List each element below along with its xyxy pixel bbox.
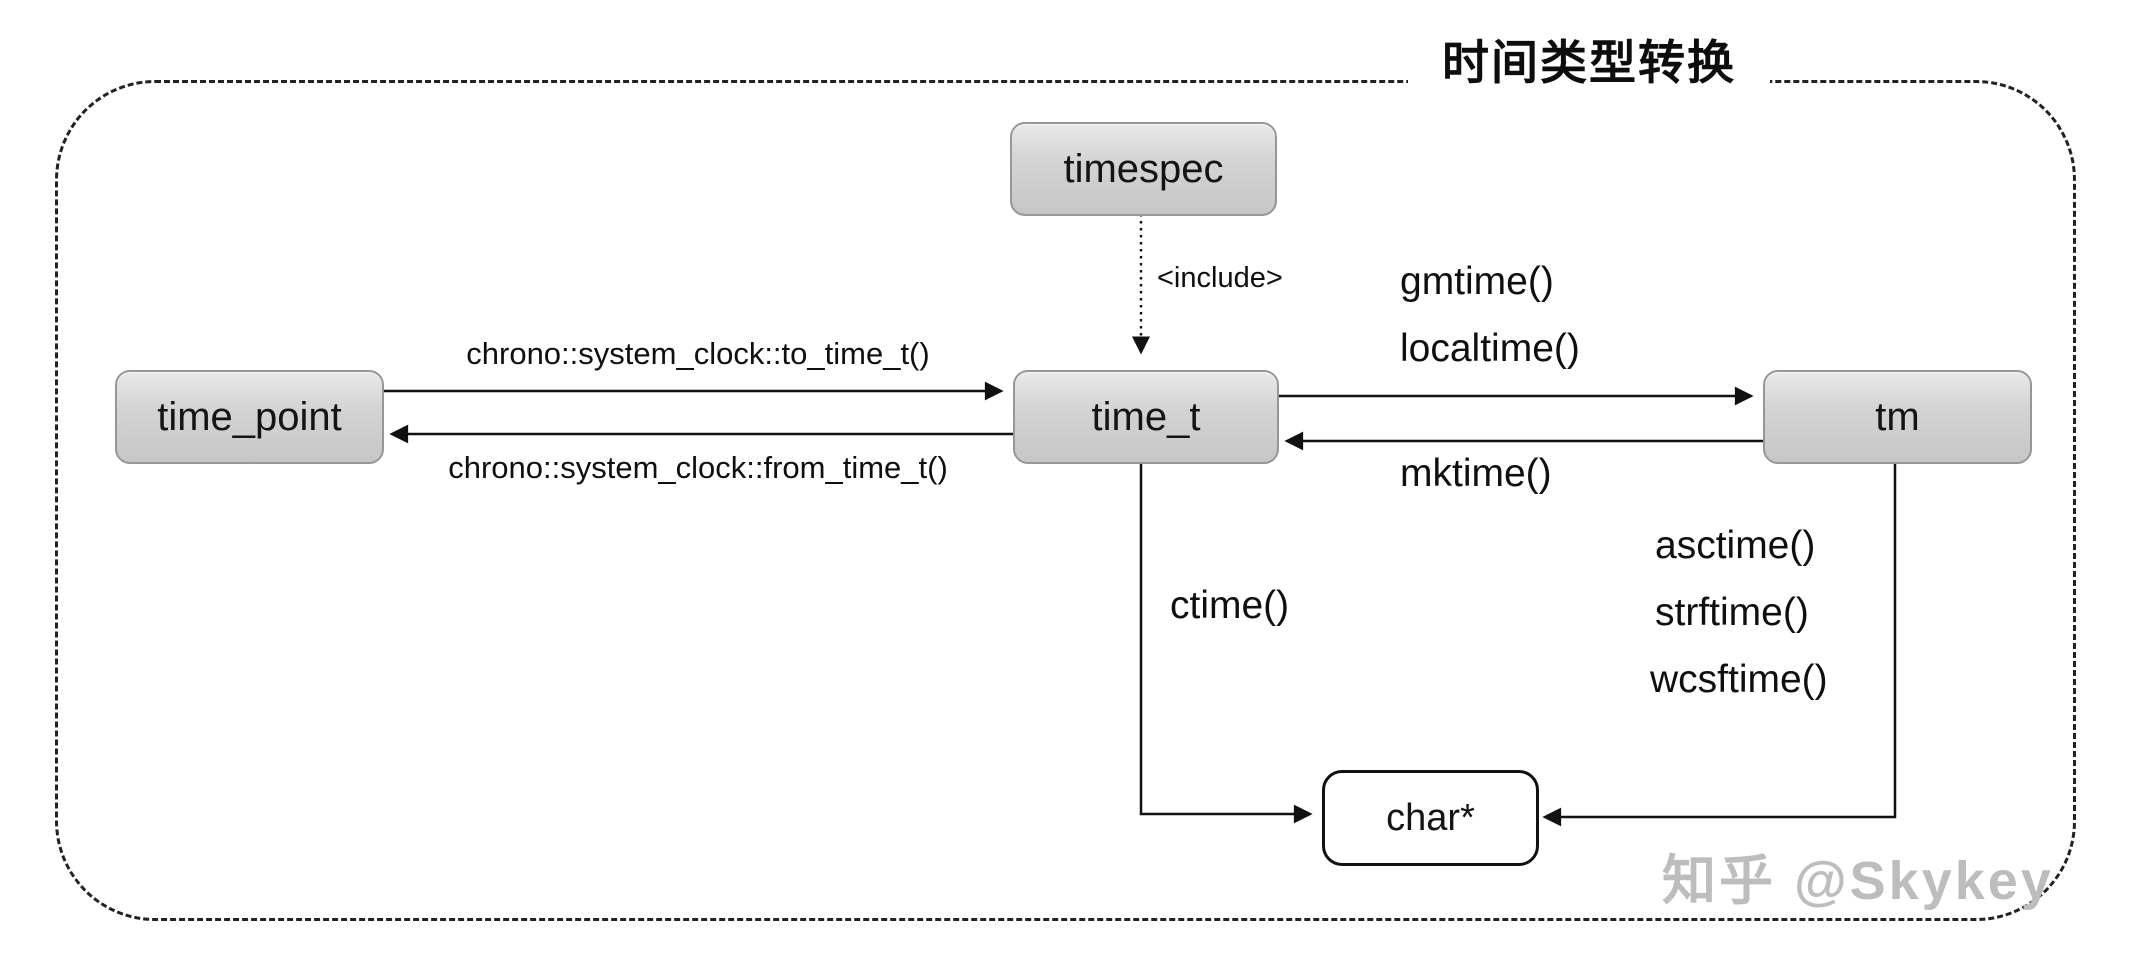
edge-label-from-time-t: chrono::system_clock::from_time_t() [448,450,948,485]
edge-ctime-arrow [1139,460,1313,824]
edge-label-to-time-t: chrono::system_clock::to_time_t() [466,336,930,371]
node-timespec: timespec [1010,122,1277,216]
edge-label-mktime: mktime() [1400,452,1552,495]
edge-label-asctime: asctime() [1655,524,1816,567]
node-char-ptr: char* [1322,770,1539,866]
edge-label-wcsftime: wcsftime() [1650,658,1828,701]
edge-label-gmtime: gmtime() [1400,260,1554,303]
edge-label-include: <include> [1157,262,1283,294]
diagram-title: 时间类型转换 [1408,24,1770,92]
zhihu-watermark: 知乎 @Skykey [1662,851,2054,911]
edge-asctime-strftime-arrow [1542,460,1897,827]
edge-label-localtime: localtime() [1400,327,1580,370]
diagram-dashed-border [55,80,2076,921]
node-time-point: time_point [115,370,384,464]
edge-label-ctime: ctime() [1170,584,1290,627]
node-time-t: time_t [1013,370,1279,464]
edge-label-strftime: strftime() [1655,591,1809,634]
node-tm: tm [1763,370,2032,464]
